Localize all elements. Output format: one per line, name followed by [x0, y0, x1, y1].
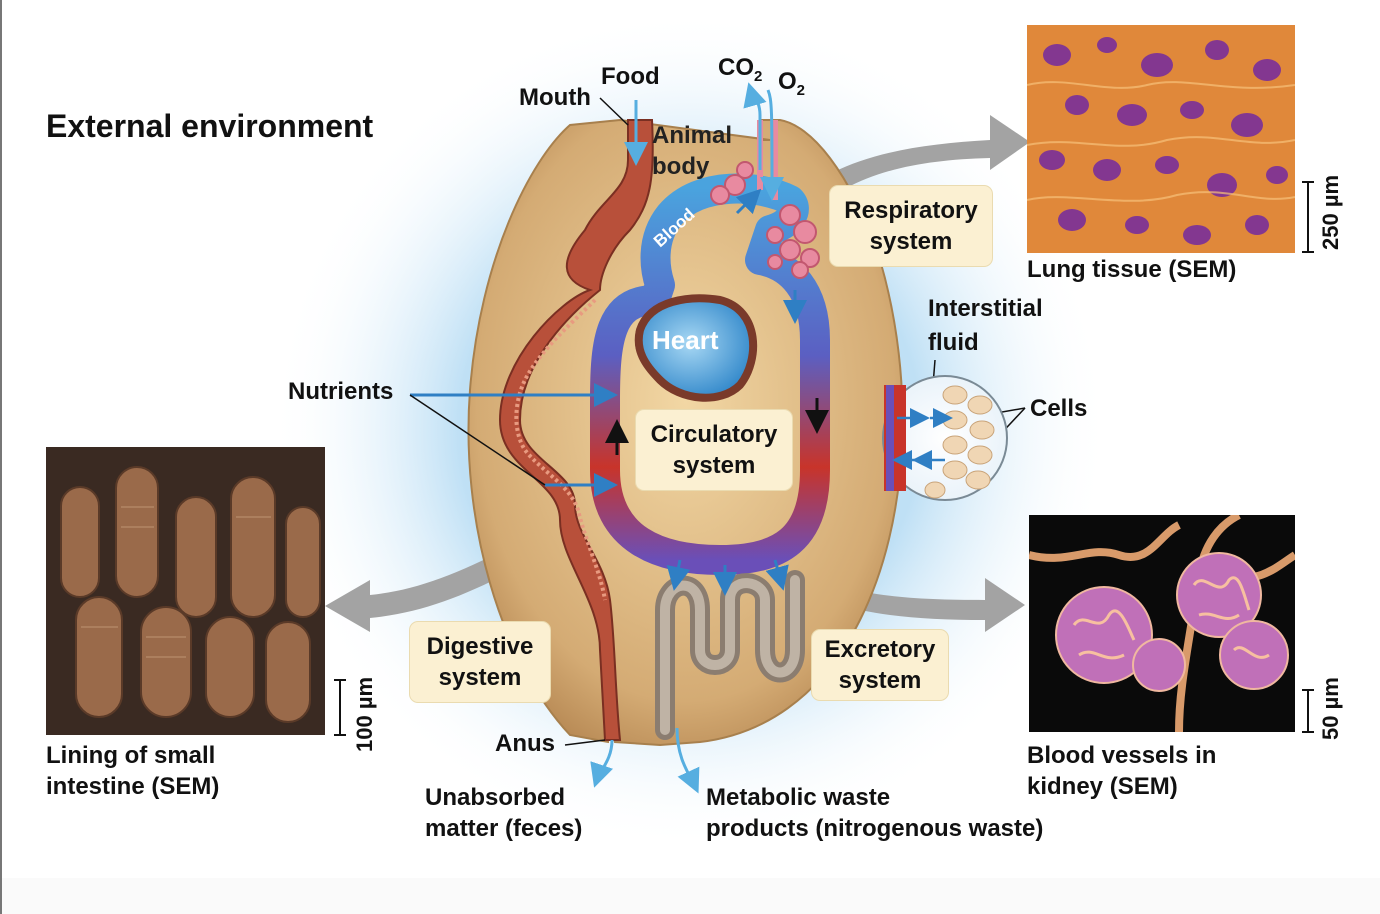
digestive-line1: Digestive — [426, 633, 534, 660]
animal-body-label-line2: body — [652, 153, 710, 180]
interstitial-fluid-label: Interstitial fluid — [928, 293, 1043, 358]
direction-arrows — [605, 398, 829, 455]
heart-label: Heart — [652, 325, 719, 355]
food-label: Food — [601, 63, 660, 90]
respiratory-line1: Respiratory — [844, 197, 978, 224]
kidney-caption: Blood vessels in kidney (SEM) — [1027, 740, 1216, 802]
kidney-caption-line1: Blood vessels in — [1027, 742, 1217, 769]
scale-bars — [334, 181, 1314, 736]
heart — [634, 294, 758, 402]
lungs — [710, 161, 820, 279]
gut-folds — [514, 298, 607, 601]
digestive-line2: system — [438, 664, 522, 691]
respiratory-system-box: Respiratory system — [830, 186, 992, 266]
circulatory-line1: Circulatory — [650, 421, 778, 448]
mouth-label: Mouth — [519, 84, 591, 111]
circulatory-vessel — [590, 173, 830, 575]
anus-label: Anus — [495, 730, 555, 757]
interstitial-label-line2: fluid — [928, 329, 979, 356]
intestine-caption-line2: intestine (SEM) — [46, 773, 220, 800]
kidney-scale-label: 50 µm — [1318, 677, 1343, 740]
digestive-tract — [498, 119, 654, 741]
intestine-caption-line1: Lining of small — [46, 742, 216, 769]
digestive-system-box: Digestive system — [410, 622, 550, 702]
animal-body-label: Animal body — [652, 120, 732, 182]
co2-subscript: 2 — [754, 67, 763, 85]
o2-label: O2 — [778, 66, 805, 106]
nutrients-label: Nutrients — [288, 378, 394, 405]
food-co2-arrows — [590, 82, 784, 794]
arrow-to-lung — [790, 115, 1030, 215]
unabsorbed-line1: Unabsorbed — [425, 784, 566, 811]
kidney-vessels-photo — [1029, 515, 1295, 732]
metabolic-line1: Metabolic waste — [706, 784, 891, 811]
co2-text: CO — [718, 54, 754, 81]
circulatory-system-box: Circulatory system — [636, 410, 792, 490]
unabsorbed-label: Unabsorbed matter (feces) — [425, 782, 582, 844]
excretory-system-box: Excretory system — [812, 630, 948, 700]
lung-caption: Lung tissue (SEM) — [1027, 256, 1237, 283]
cells-label: Cells — [1030, 395, 1088, 422]
external-environment-title: External environment — [46, 108, 374, 144]
bottom-band — [0, 878, 1380, 914]
o2-subscript: 2 — [796, 81, 806, 99]
intestine-lining-photo — [46, 447, 325, 735]
excretory-line2: system — [838, 667, 922, 694]
kidney-caption-line2: kidney (SEM) — [1027, 773, 1178, 800]
animal-body-label-line1: Animal — [652, 122, 733, 149]
intestine-scale-label: 100 µm — [352, 676, 377, 752]
unabsorbed-line2: matter (feces) — [425, 815, 583, 842]
metabolic-line2: products (nitrogenous waste) — [706, 815, 1044, 842]
lung-scale-label: 250 µm — [1318, 174, 1343, 250]
respiratory-line2: system — [869, 228, 953, 255]
o2-text: O — [778, 68, 797, 95]
arrow-to-kidney — [790, 570, 1025, 632]
circulatory-line2: system — [672, 452, 756, 479]
intestine-caption: Lining of small intestine (SEM) — [46, 740, 219, 802]
lung-tissue-photo — [1027, 25, 1295, 253]
flow-arrows — [410, 188, 807, 596]
interstitial-magnifier — [882, 375, 1008, 501]
co2-label: CO2 — [718, 52, 762, 92]
excretory-line1: Excretory — [824, 636, 936, 663]
interstitial-label-line1: Interstitial — [928, 295, 1043, 322]
metabolic-waste-label: Metabolic waste products (nitrogenous wa… — [706, 782, 1043, 844]
